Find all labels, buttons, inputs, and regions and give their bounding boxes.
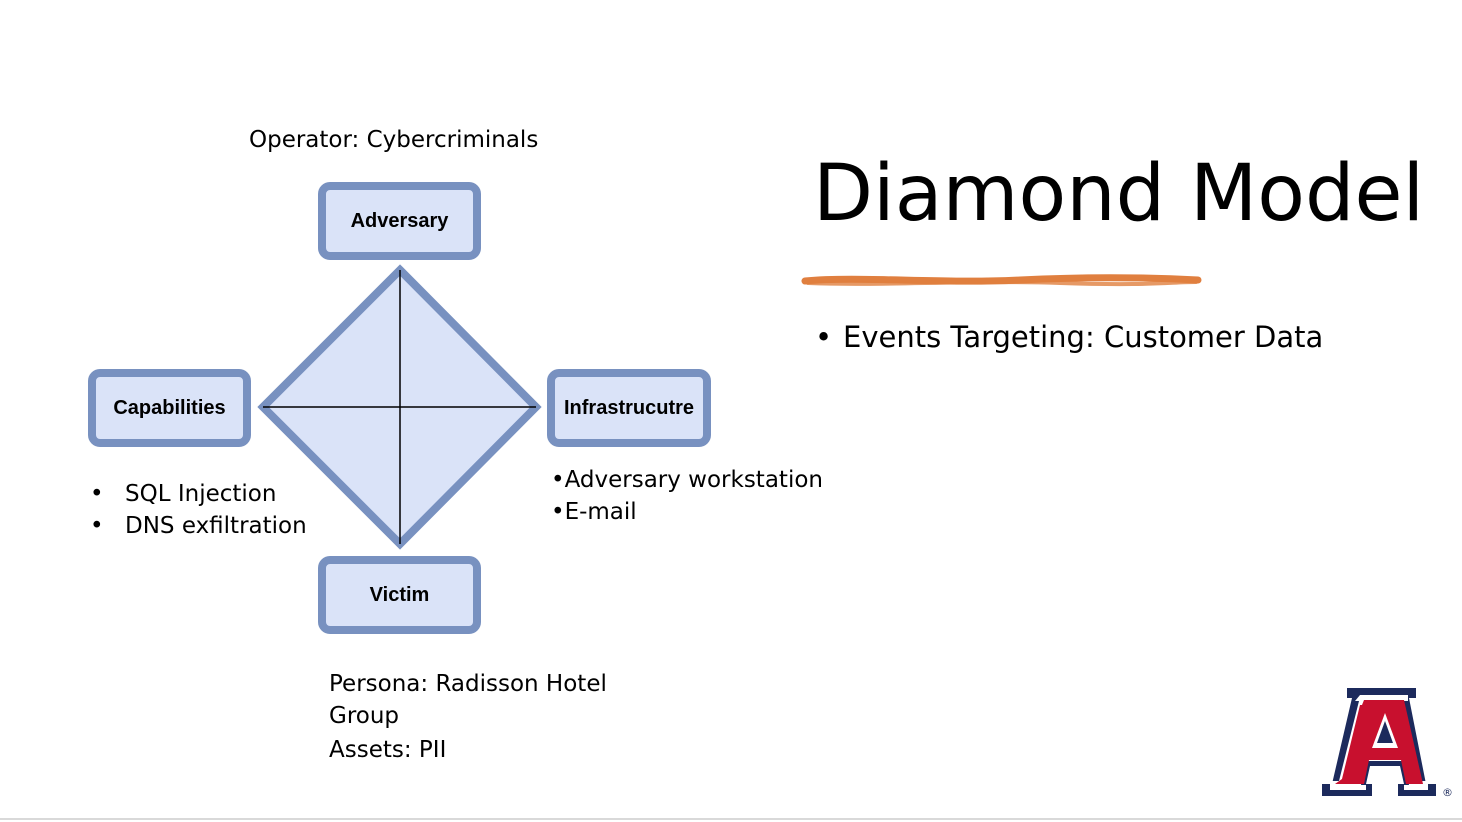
events-bullet: • Events Targeting: Customer Data [815,320,1323,354]
events-text: Events Targeting: Customer Data [843,320,1324,354]
list-item: •DNS exfiltration [90,513,307,539]
infrastructure-node: Infrastrucutre [547,369,711,447]
list-item: •Adversary workstation [551,467,823,493]
slide-title: Diamond Model [813,149,1425,239]
persona-line-continued: Group [329,703,400,729]
capabilities-list: •SQL Injection •DNS exfiltration [90,478,307,542]
list-item: •E-mail [551,499,637,525]
bullet-marker: • [815,320,833,354]
registered-mark: ® [1442,786,1453,799]
title-underline [801,274,1202,287]
university-a-logo-icon: ® [1322,688,1453,799]
slide-bottom-border [0,818,1462,820]
diamond-shape [257,264,542,550]
capabilities-node: Capabilities [88,369,251,447]
victim-node: Victim [318,556,481,634]
persona-line: Persona: Radisson Hotel [329,671,607,697]
operator-label: Operator: Cybercriminals [249,127,539,153]
victim-details: Persona: Radisson Hotel Group Assets: PI… [329,668,607,766]
adversary-node: Adversary [318,182,481,260]
list-item: •SQL Injection [90,481,277,507]
infrastructure-list: •Adversary workstation •E-mail [551,464,823,528]
assets-line: Assets: PII [329,737,447,763]
